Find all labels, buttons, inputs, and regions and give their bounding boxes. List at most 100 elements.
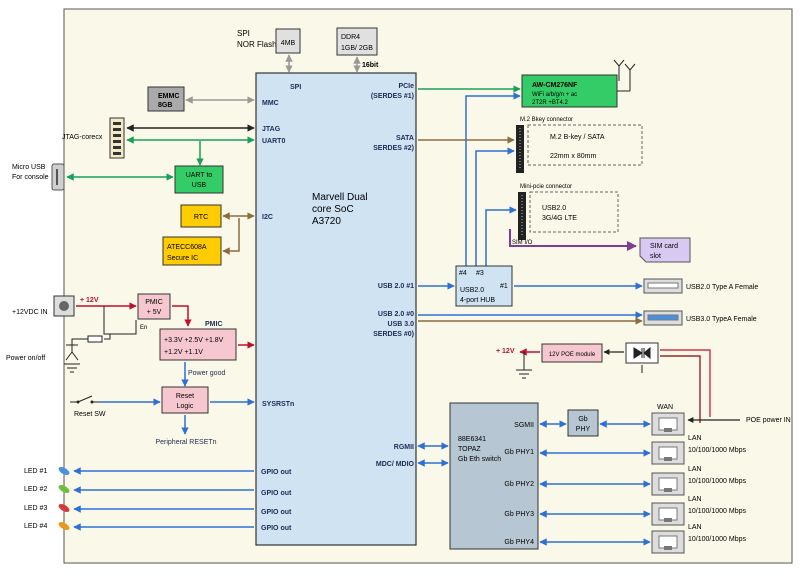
pin-jtag: JTAG <box>262 126 281 133</box>
lan-3-speed: 10/100/1000 Mbps <box>688 508 746 515</box>
hub-label-2: 4-port HUB <box>460 297 495 304</box>
rj45-lan-4-icon <box>651 530 685 554</box>
antenna-icon <box>613 59 636 92</box>
emmc-box <box>147 86 185 112</box>
led-4-label: LED #4 <box>24 523 47 530</box>
minipcie-label-2: 3G/4G LTE <box>542 215 577 222</box>
lan-2-label: LAN <box>688 466 702 473</box>
hub-port-1: #1 <box>500 283 508 290</box>
poe-module-label: 12V POE module <box>549 352 596 358</box>
poe-pair-b <box>660 355 701 423</box>
pmic-en-label: En <box>140 325 147 331</box>
rj45-lan-2-icon <box>651 472 685 496</box>
m2-label-2: 22mm x 80mm <box>550 153 596 160</box>
m2-label-1: M.2 B-key / SATA <box>550 134 605 141</box>
atecc-label-1: ATECC608A <box>167 244 207 251</box>
sim-label-2: slot <box>650 253 661 260</box>
power-onoff-label: Power on/off <box>6 355 45 362</box>
uart-usb-label-2: USB <box>192 182 207 189</box>
hub-label-1: USB2.0 <box>460 287 484 294</box>
pin-gpio-2: GPIO out <box>261 490 292 497</box>
sim-io-link <box>509 229 637 251</box>
wifi-label-3: 2T2R +BT4.2 <box>532 100 569 106</box>
switch-phy3: Gb PHY3 <box>504 511 534 518</box>
minipcie-usb-link <box>485 206 517 266</box>
peripheral-reset-label: Peripheral RESETn <box>155 439 216 446</box>
switch-sgmii: SGMII <box>514 422 534 429</box>
soc-block <box>255 72 417 546</box>
pin-pcie: PCIe <box>398 83 414 90</box>
pin-sata-serdes: SERDES #2) <box>373 145 414 152</box>
rtc-box <box>180 204 222 228</box>
sim-io-label: SIM I/O <box>512 240 533 246</box>
ddr-label-1: DDR4 <box>341 34 360 41</box>
pmic-5v-out <box>172 305 192 327</box>
v12-label: + 12V <box>80 297 99 304</box>
atecc-label-2: Secure IC <box>167 255 198 262</box>
pin-i2c: I2C <box>262 214 273 221</box>
pin-usb20-0: USB 2.0 #0 <box>378 311 414 318</box>
gb-phy-box <box>567 409 599 437</box>
reset-logic-label-1: Reset <box>176 393 194 400</box>
microusb-label-1: Micro USB <box>12 164 46 171</box>
atecc-box <box>162 236 222 266</box>
microusb-label-2: For console <box>12 174 49 181</box>
poe-module <box>541 343 603 363</box>
atecc-link <box>222 218 240 255</box>
pin-sata: SATA <box>396 135 414 142</box>
soc-title-1: Marvell Dual <box>312 192 368 203</box>
pin-rgmii: RGMII <box>394 444 414 451</box>
switch-label-2: TOPAZ <box>458 446 481 453</box>
led-3-icon <box>58 504 70 512</box>
poe-pair-a <box>660 349 711 417</box>
spi-flash-label-2: NOR Flash <box>237 40 277 49</box>
usb2-label: USB2.0 Type A Female <box>686 284 758 291</box>
spi-flash-box <box>275 28 301 54</box>
pin-usb30: USB 3.0 <box>388 321 415 328</box>
wifi-label-2: WiFi a/b/g/n + ac <box>532 92 577 98</box>
gb-phy-label-2: PHY <box>576 426 591 433</box>
wifi-label-1: AW-CM276NF <box>532 82 578 89</box>
pmic-5v-label-1: PMIC <box>145 299 163 306</box>
pmic-rails-2: +1.2V +1.1V <box>164 349 203 356</box>
pin-mmc: MMC <box>262 100 279 107</box>
hub-port-4: #4 <box>459 270 467 277</box>
pin-gpio-4: GPIO out <box>261 525 292 532</box>
lan-1-speed: 10/100/1000 Mbps <box>688 447 746 454</box>
power-good-label: Power good <box>188 370 225 377</box>
pin-gpio-1: GPIO out <box>261 469 292 476</box>
switch-phy1: Gb PHY1 <box>504 449 534 456</box>
sim-card-slot <box>639 237 691 263</box>
soc-title-3: A3720 <box>312 216 341 227</box>
m2-title: M.2 Bkey connector <box>520 117 573 123</box>
usb3-label: USB3.0 TypeA Female <box>686 316 757 323</box>
wifi-module <box>521 74 618 108</box>
lan-3-label: LAN <box>688 496 702 503</box>
jtag-label: JTAG-corecx <box>62 134 103 141</box>
lan-1-label: LAN <box>688 435 702 442</box>
pin-serdes0: SERDES #0) <box>373 331 414 338</box>
led-1-icon <box>58 467 70 475</box>
pin-spi: SPI <box>290 84 301 91</box>
poe-in-label: POE power IN <box>746 417 791 424</box>
spi-flash-label: SPI <box>237 29 250 38</box>
dc-in-label: +12VDC IN <box>12 309 48 316</box>
pmic-box <box>159 328 237 361</box>
switch-phy4: Gb PHY4 <box>504 539 534 546</box>
pin-usb20-1: USB 2.0 #1 <box>378 283 414 290</box>
pin-gpio-3: GPIO out <box>261 509 292 516</box>
poe-v12-label: + 12V <box>496 348 515 355</box>
soc-title-2: core SoC <box>312 204 354 215</box>
led-2-label: LED #2 <box>24 486 47 493</box>
lan-4-label: LAN <box>688 524 702 531</box>
gb-phy-label-1: Gb <box>578 416 587 423</box>
pin-uart0: UART0 <box>262 138 285 145</box>
ddr-label-2: 1GB/ 2GB <box>341 45 373 52</box>
lan-4-speed: 10/100/1000 Mbps <box>688 536 746 543</box>
switch-label-3: Gb Eth switch <box>458 456 501 463</box>
reset-logic-box <box>161 386 209 414</box>
minipcie-card <box>529 191 619 233</box>
pin-pcie-serdes: (SERDES #1) <box>371 93 414 100</box>
en-line <box>103 306 137 335</box>
